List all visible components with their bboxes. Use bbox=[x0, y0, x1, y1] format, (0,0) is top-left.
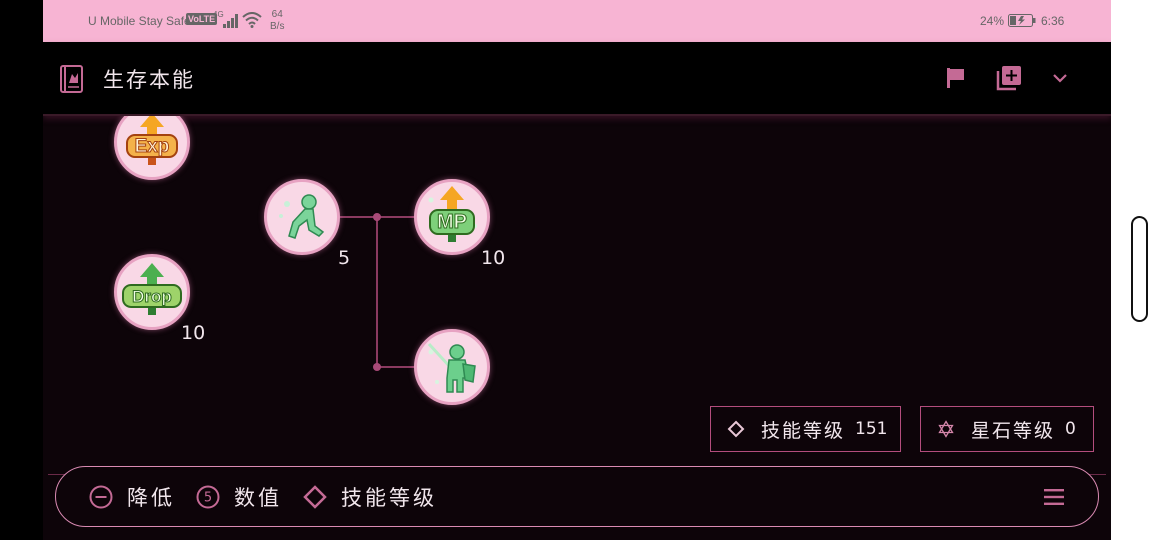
star-of-david-icon bbox=[938, 420, 954, 438]
mp-node-level: 10 bbox=[481, 247, 506, 269]
tree-connector bbox=[376, 366, 416, 368]
diamond-icon bbox=[303, 485, 327, 509]
clock: 6:36 bbox=[1041, 14, 1065, 28]
library-add-icon bbox=[996, 66, 1021, 91]
wifi-icon bbox=[242, 12, 262, 28]
app-window: U Mobile Stay Safe VoLTE 4G 64 B/s 24% 6… bbox=[43, 0, 1111, 540]
rest-node-level: 5 bbox=[338, 247, 351, 269]
battery-charging-icon bbox=[1008, 14, 1036, 27]
lower-button[interactable]: 降低 bbox=[88, 483, 175, 511]
carrier-name: U Mobile Stay Safe bbox=[88, 14, 191, 28]
side-handle[interactable] bbox=[1131, 216, 1148, 322]
status-bar: U Mobile Stay Safe VoLTE 4G 64 B/s 24% 6… bbox=[43, 0, 1111, 42]
star-level-label: 星石等级 bbox=[971, 419, 1056, 442]
net-speed: 64 B/s bbox=[270, 9, 284, 33]
flag-icon bbox=[947, 68, 964, 88]
value-button[interactable]: 5 数值 bbox=[195, 483, 282, 511]
value-label: 数值 bbox=[234, 486, 282, 510]
tree-connector bbox=[376, 216, 378, 368]
exp-node-text: Exp bbox=[134, 136, 170, 158]
tree-joint bbox=[373, 213, 381, 221]
network-type: 4G bbox=[213, 10, 224, 19]
drop-node-text: Drop bbox=[132, 287, 173, 307]
star-level-badge: 星石等级 0 bbox=[920, 406, 1094, 452]
signal-icon bbox=[223, 14, 238, 28]
skill-node-rest[interactable] bbox=[264, 179, 340, 255]
skill-node-exp[interactable]: Exp bbox=[114, 116, 190, 180]
volte-badge: VoLTE bbox=[186, 13, 218, 25]
battery-percent: 24% bbox=[980, 14, 1005, 28]
page-title: 生存本能 bbox=[103, 68, 195, 92]
skill-level-sort-label: 技能等级 bbox=[341, 486, 437, 510]
skill-node-mp[interactable]: MP bbox=[414, 179, 490, 255]
star-level-value: 0 bbox=[1065, 419, 1076, 439]
resting-figure-icon bbox=[279, 194, 325, 239]
number-circle-icon: 5 bbox=[196, 485, 220, 509]
net-speed-unit: B/s bbox=[270, 21, 285, 32]
skill-level-badge: 技能等级 151 bbox=[710, 406, 901, 452]
add-to-library-button[interactable] bbox=[995, 64, 1023, 92]
skill-level-label: 技能等级 bbox=[761, 419, 846, 442]
chevron-down-icon bbox=[1053, 74, 1067, 83]
number-circle-digit: 5 bbox=[204, 491, 212, 506]
drop-boost-icon bbox=[122, 263, 182, 315]
tree-joint bbox=[373, 363, 381, 371]
skill-book-icon bbox=[60, 65, 83, 93]
net-speed-value: 64 bbox=[271, 9, 283, 20]
mp-node-text: MP bbox=[437, 211, 468, 234]
expand-button[interactable] bbox=[1046, 64, 1074, 92]
skill-level-value: 151 bbox=[855, 419, 888, 439]
minus-circle-icon bbox=[89, 485, 113, 509]
sword-warrior-icon bbox=[427, 342, 476, 393]
bottom-action-bar: 降低 5 数值 技能等级 bbox=[55, 466, 1099, 527]
flag-button[interactable] bbox=[942, 64, 970, 92]
diamond-icon bbox=[727, 420, 745, 438]
mp-boost-icon bbox=[428, 186, 477, 242]
skill-level-sort-button[interactable]: 技能等级 bbox=[302, 483, 437, 511]
lower-label: 降低 bbox=[127, 486, 175, 510]
drop-node-level: 10 bbox=[181, 322, 206, 344]
exp-boost-icon bbox=[126, 116, 178, 165]
app-header: 生存本能 bbox=[43, 42, 1111, 116]
skill-tree: Exp Drop 10 5 bbox=[43, 116, 1111, 474]
skill-node-warrior[interactable] bbox=[414, 329, 490, 405]
menu-icon[interactable] bbox=[1042, 485, 1066, 509]
skill-node-drop[interactable]: Drop bbox=[114, 254, 190, 330]
